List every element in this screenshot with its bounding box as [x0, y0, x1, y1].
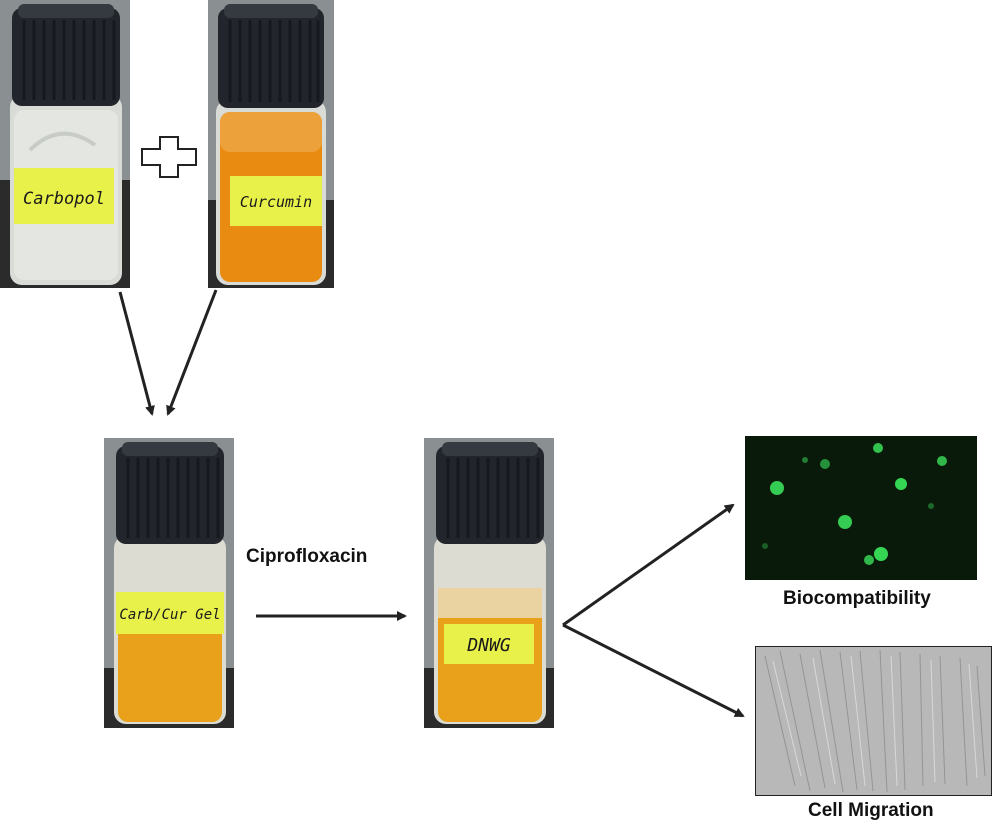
cell-migration-image [755, 646, 992, 796]
dnwg-vial-photo: DNWG [424, 438, 554, 728]
carbopol-label: Carbopol [23, 189, 105, 209]
fluorescence-image [745, 436, 977, 580]
ciprofloxacin-label: Ciprofloxacin [246, 546, 368, 567]
arrow-to-biocompatibility [562, 503, 735, 627]
biocompatibility-caption: Biocompatibility [783, 588, 931, 609]
arrow-carbopol-to-gel [118, 291, 155, 416]
curcumin-label: Curcumin [240, 193, 312, 211]
carb-cur-gel-label: Carb/Cur Gel [119, 607, 220, 623]
carb-cur-gel-vial-photo: Carb/Cur Gel [104, 438, 234, 728]
plus-icon [140, 135, 198, 179]
arrow-curcumin-to-gel [166, 289, 218, 416]
curcumin-vial-photo: Curcumin [208, 0, 334, 288]
cell-migration-caption: Cell Migration [808, 800, 934, 821]
arrow-to-cell-migration [562, 623, 745, 718]
dnwg-label: DNWG [466, 635, 511, 656]
carbopol-vial-photo: Carbopol [0, 0, 130, 288]
